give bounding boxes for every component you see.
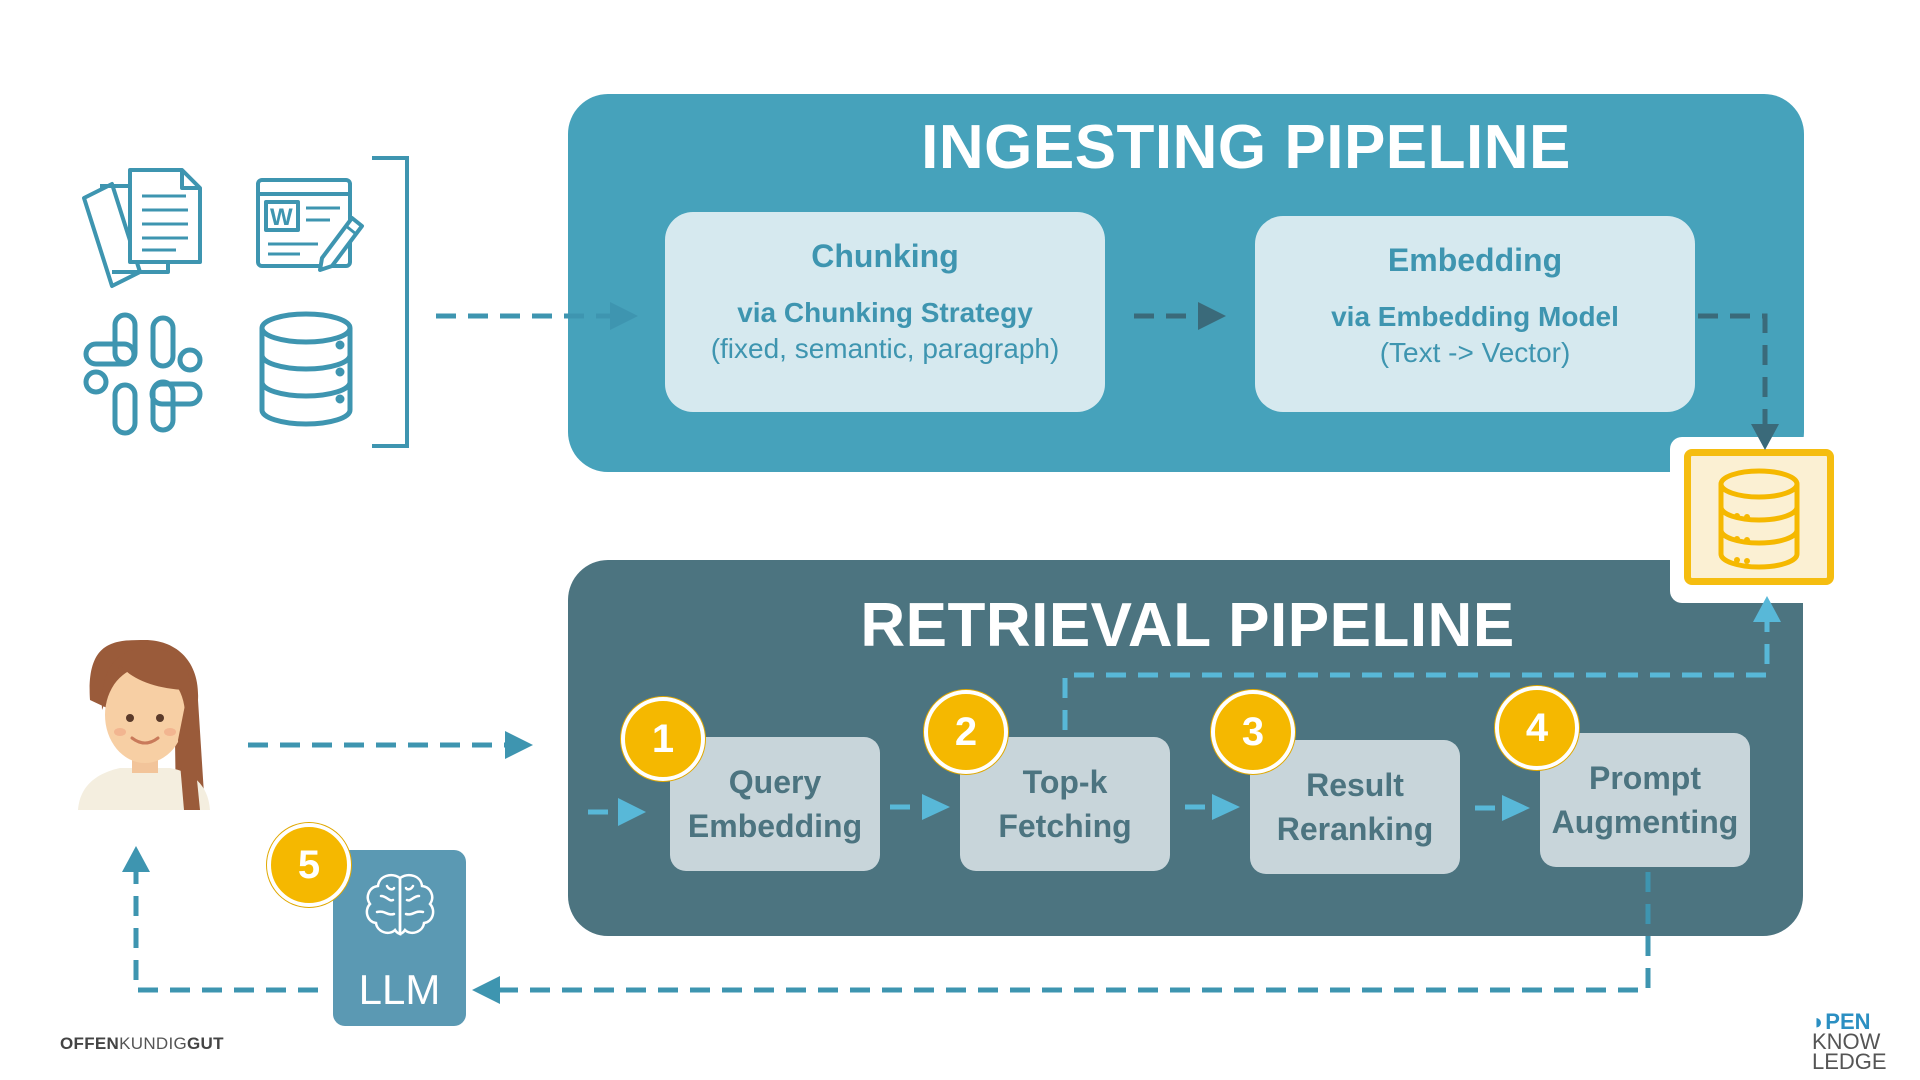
llm-label: LLM (358, 966, 441, 1013)
vector-database-icon (1718, 468, 1800, 570)
svg-text:W: W (270, 204, 293, 231)
brain-icon (365, 874, 435, 936)
arrowhead-topk (922, 794, 950, 820)
step-query-embedding: Query Embedding (670, 737, 880, 871)
step-badge-4: 4 (1495, 686, 1579, 770)
step-3-line1: Result (1306, 767, 1404, 803)
arrowhead-database-top (1751, 424, 1779, 450)
step-badge-1: 1 (621, 697, 705, 781)
step-badge-3: 3 (1211, 690, 1295, 774)
arrowhead-query (618, 798, 646, 826)
logo-right-line2: KNOW (1812, 1029, 1881, 1054)
step-1-line1: Query (728, 764, 822, 800)
embedding-conversion-label: (Text -> Vector) (1379, 337, 1571, 368)
database-icon (259, 311, 353, 427)
word-document-icon: W (256, 178, 364, 272)
logo-left-part3: GUT (187, 1034, 224, 1053)
offenkundiggut-logo: OFFENKUNDIGGUT (60, 1034, 224, 1054)
documents-icon (82, 168, 202, 288)
embedding-heading: Embedding (1387, 242, 1563, 278)
arrow-topk-to-database (1062, 615, 1770, 730)
arrow-llm-to-user (133, 860, 318, 993)
sources-bracket (372, 156, 409, 448)
arrowhead-prompt (1502, 795, 1530, 821)
llm-box: LLM (333, 850, 466, 1026)
arrowhead-chunking (610, 302, 638, 330)
step-prompt-augmenting: Prompt Augmenting (1540, 733, 1750, 867)
openknowledge-logo: ◗PEN KNOW LEDGE (1812, 1009, 1887, 1074)
step-4-line2: Augmenting (1551, 804, 1739, 840)
vector-database-card (1670, 437, 1850, 603)
step-badge-2: 2 (924, 690, 1008, 774)
logo-o-mark: ◗ (1812, 1009, 1826, 1034)
embedding-model-label: via Embedding Model (1331, 301, 1619, 332)
arrow-prompt-to-llm (490, 872, 1651, 993)
step-1-line2: Embedding (687, 808, 863, 844)
arrow-embedding-to-database (1698, 313, 1768, 430)
chunking-options-label: (fixed, semantic, paragraph) (710, 333, 1060, 364)
step-2-line2: Fetching (998, 808, 1132, 844)
arrowhead-rerank (1212, 794, 1240, 820)
step-result-reranking: Result Reranking (1250, 740, 1460, 874)
vector-database-frame (1684, 449, 1834, 585)
step-badge-5: 5 (267, 823, 351, 907)
logo-right-line1: PEN (1825, 1009, 1871, 1034)
user-avatar (78, 640, 210, 810)
logo-left-part2: KUNDIG (119, 1034, 188, 1053)
arrowhead-embedding (1198, 302, 1226, 330)
logo-right-line3: LEDGE (1812, 1049, 1887, 1074)
arrowhead-llm (472, 976, 500, 1004)
chunking-heading: Chunking (811, 238, 959, 274)
slack-icon (83, 312, 203, 436)
step-4-line1: Prompt (1589, 760, 1701, 796)
logo-left-part1: OFFEN (60, 1034, 120, 1053)
ingesting-pipeline-title: INGESTING PIPELINE (921, 113, 1571, 182)
embedding-box: Embedding via Embedding Model (Text -> V… (1255, 216, 1695, 412)
chunking-strategy-label: via Chunking Strategy (737, 297, 1033, 328)
chunking-box: Chunking via Chunking Strategy (fixed, s… (665, 212, 1105, 412)
arrowhead-retrieval (505, 731, 533, 759)
arrowhead-database-bottom (1753, 596, 1781, 622)
arrowhead-user (122, 846, 150, 872)
step-2-line1: Top-k (1022, 764, 1108, 800)
retrieval-pipeline-title: RETRIEVAL PIPELINE (860, 591, 1515, 660)
step-3-line2: Reranking (1276, 811, 1434, 847)
